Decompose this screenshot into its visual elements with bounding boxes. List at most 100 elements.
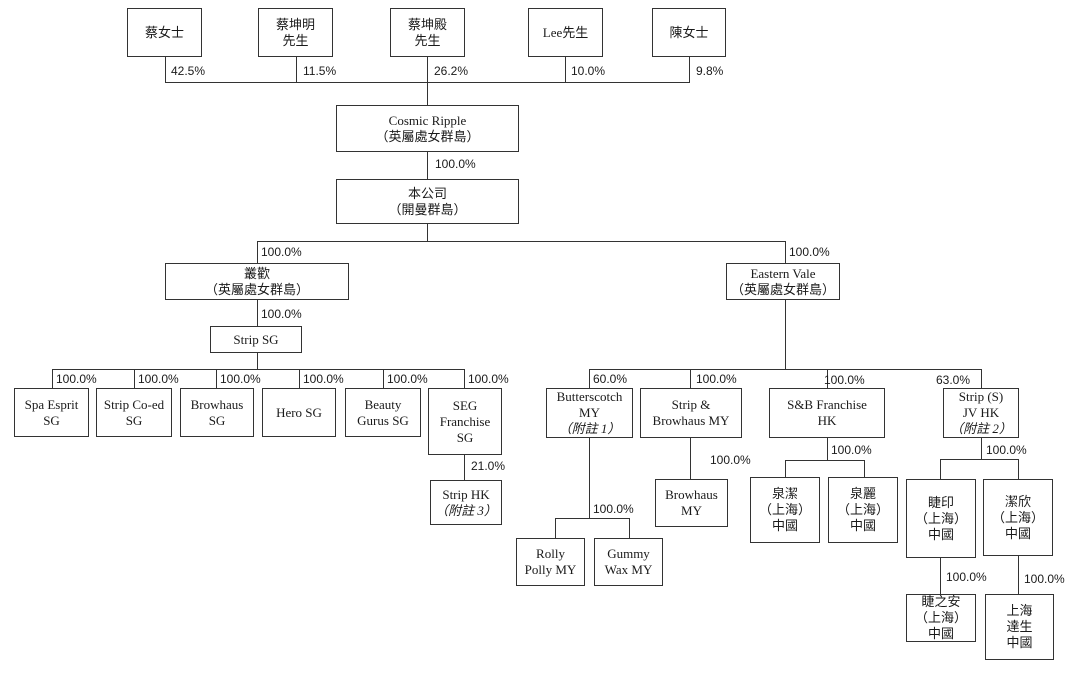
pct-cai-kundian: 26.2%: [434, 64, 469, 78]
entity-name: 睫印: [927, 494, 954, 510]
entity-jiezhian: 睫之安 （上海） 中國: [906, 594, 976, 642]
entity-name: Eastern Vale: [750, 265, 816, 281]
entity-name: Browhaus: [190, 396, 244, 412]
pct-sb-franchise: 100.0%: [824, 373, 865, 387]
entity-beauty-gurus: Beauty Gurus SG: [345, 388, 421, 437]
pct-cai-kunming: 11.5%: [303, 64, 337, 78]
footnote-ref: （附註 3）: [435, 502, 497, 518]
entity-hero-sg: Hero SG: [262, 388, 336, 437]
entity-strip-sg: Strip SG: [210, 326, 302, 353]
pct-jiezhian: 100.0%: [946, 570, 987, 584]
footnote-ref: （附註 2）: [950, 421, 1012, 436]
pct-congxin: 100.0%: [261, 245, 302, 259]
entity-name: Rolly: [536, 546, 565, 561]
pct-strip-sg: 100.0%: [261, 307, 302, 321]
entity-name: 睫之安: [921, 594, 961, 609]
entity-name-2: Wax MY: [604, 562, 653, 577]
entity-name: 蔡女士: [144, 24, 184, 40]
entity-sb-franchise: S&B Franchise HK: [769, 388, 885, 438]
entity-name-2: Franchise: [439, 413, 491, 429]
entity-jurisdiction: SG: [208, 412, 226, 428]
entity-city: （上海）: [914, 510, 967, 526]
entity-name: Strip HK: [442, 486, 490, 502]
entity-strip-browhaus-my: Strip & Browhaus MY: [640, 388, 742, 438]
footnote-ref: （附註 1）: [558, 421, 621, 436]
entity-eastern-vale: Eastern Vale （英屬處女群島）: [726, 263, 840, 300]
pct-strip-s-jv: 63.0%: [936, 373, 971, 387]
entity-name: 泉潔: [771, 486, 798, 501]
entity-country: 中國: [771, 518, 798, 533]
entity-company: 本公司 （開曼群島）: [336, 179, 519, 224]
shareholder-cai-kundian: 蔡坤殿 先生: [390, 8, 465, 57]
pct-eastern-vale: 100.0%: [789, 245, 830, 259]
entity-jurisdiction: MY: [681, 503, 702, 518]
entity-jurisdiction: （開曼群島）: [388, 201, 467, 217]
entity-jurisdiction: （英屬處女群島）: [204, 281, 309, 297]
entity-city: （上海）: [914, 610, 967, 625]
shareholder-lee: Lee先生: [528, 8, 603, 57]
entity-jurisdiction: SG: [456, 429, 474, 445]
entity-city: （上海）: [836, 502, 889, 517]
entity-strip-hk: Strip HK （附註 3）: [430, 480, 502, 525]
pct-lee: 10.0%: [571, 64, 606, 78]
entity-quanli: 泉麗 （上海） 中國: [828, 477, 898, 543]
pct-shanghai-dasheng: 100.0%: [1024, 572, 1065, 586]
entity-name: Gummy: [607, 546, 650, 561]
entity-browhaus-my: Browhaus MY: [655, 479, 728, 527]
entity-country: 中國: [927, 626, 954, 641]
pct-strip-browhaus-my: 100.0%: [696, 372, 737, 386]
entity-name: 叢歡: [243, 265, 270, 281]
entity-name: Spa Esprit: [24, 396, 79, 412]
pct-quan: 100.0%: [831, 443, 872, 457]
entity-jurisdiction: MY: [579, 405, 600, 420]
pct-seg-franchise: 100.0%: [468, 372, 509, 386]
entity-name: Strip SG: [233, 331, 279, 347]
entity-jurisdiction: HK: [817, 413, 837, 428]
pct-butterscotch: 60.0%: [593, 372, 628, 386]
entity-strip-s-jv: Strip (S) JV HK （附註 2）: [943, 388, 1019, 438]
entity-city: （上海）: [758, 502, 811, 517]
entity-congxin: 叢歡 （英屬處女群島）: [165, 263, 349, 300]
entity-country: 中國: [927, 526, 954, 542]
entity-jurisdiction: （英屬處女群島）: [730, 281, 835, 297]
entity-jieyin: 睫印 （上海） 中國: [906, 479, 976, 558]
entity-name: Butterscotch: [556, 389, 623, 404]
entity-strip-coed: Strip Co-ed SG: [96, 388, 172, 437]
entity-name: Strip &: [671, 397, 711, 412]
entity-rolly-polly: Rolly Polly MY: [516, 538, 585, 586]
entity-name: Strip Co-ed: [103, 396, 165, 412]
entity-name-2: Browhaus MY: [652, 413, 730, 428]
entity-jiexin: 潔欣 （上海） 中國: [983, 479, 1053, 556]
entity-jurisdiction: （英屬處女群島）: [375, 128, 480, 144]
entity-name: 本公司: [407, 185, 447, 201]
entity-seg-franchise: SEG Franchise SG: [428, 388, 502, 455]
entity-name: Cosmic Ripple: [388, 112, 467, 128]
shareholder-cai-kunming: 蔡坤明 先生: [258, 8, 333, 57]
entity-gummy-wax: Gummy Wax MY: [594, 538, 663, 586]
entity-name: 蔡坤殿: [407, 16, 447, 32]
entity-name: Beauty: [364, 396, 402, 412]
pct-strip-coed: 100.0%: [138, 372, 179, 386]
entity-name: SEG: [452, 397, 478, 413]
pct-browhaus-sg: 100.0%: [220, 372, 261, 386]
entity-jurisdiction: SG: [125, 412, 143, 428]
entity-name-2: 達生: [1006, 619, 1033, 634]
pct-browhaus-my: 100.0%: [710, 453, 751, 467]
entity-name: 蔡坤明: [275, 16, 315, 32]
entity-jurisdiction: SG: [43, 412, 60, 428]
entity-name: Browhaus: [665, 487, 718, 502]
entity-butterscotch: Butterscotch MY （附註 1）: [546, 388, 633, 438]
entity-name: Strip (S): [958, 389, 1004, 404]
entity-browhaus-sg: Browhaus SG: [180, 388, 254, 437]
shareholder-cai-ms: 蔡女士: [127, 8, 202, 57]
entity-title: 先生: [414, 32, 441, 48]
entity-quanjie: 泉潔 （上海） 中國: [750, 477, 820, 543]
entity-name-2: Polly MY: [524, 562, 577, 577]
pct-beauty-gurus: 100.0%: [387, 372, 428, 386]
entity-name: S&B Franchise: [787, 397, 867, 412]
pct-jie-group: 100.0%: [986, 443, 1027, 457]
entity-shanghai-dasheng: 上海 達生 中國: [985, 594, 1054, 660]
entity-title: 先生: [282, 32, 309, 48]
pct-strip-hk: 21.0%: [471, 459, 506, 473]
